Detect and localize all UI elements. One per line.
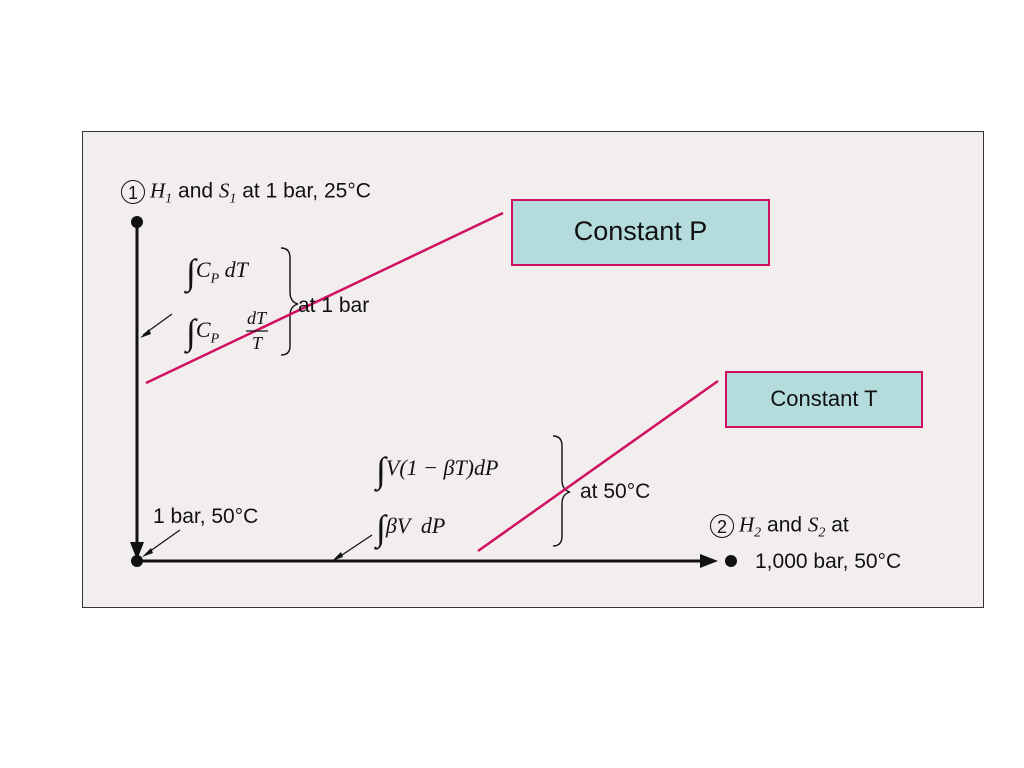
constant-p-pointer bbox=[145, 211, 504, 385]
constant-p-callout: Constant P bbox=[511, 199, 770, 266]
integral-sign-2: ∫ bbox=[186, 312, 196, 352]
cp-subscript-1: P bbox=[210, 271, 220, 287]
leader-arrowhead-intermediate bbox=[142, 548, 153, 557]
and-text-1: and bbox=[178, 179, 214, 203]
entropy-symbol-1: S bbox=[218, 178, 230, 203]
state-1-condition: at 1 bar, 25°C bbox=[242, 179, 371, 203]
entropy-subscript-1: 1 bbox=[229, 191, 237, 207]
state-2-number: 2 bbox=[710, 514, 734, 538]
brace-path-a bbox=[280, 247, 299, 356]
entropy-symbol-2: S bbox=[807, 512, 819, 537]
integral-sign-1: ∫ bbox=[186, 252, 196, 292]
integral-sign-3: ∫ bbox=[376, 450, 386, 490]
constant-t-text: Constant T bbox=[770, 386, 878, 411]
horizontal-arrowhead bbox=[700, 554, 718, 568]
dt-symbol: dT bbox=[224, 257, 248, 283]
constant-t-callout: Constant T bbox=[725, 371, 923, 428]
state-2-point bbox=[725, 555, 737, 567]
enthalpy-symbol-2: H bbox=[739, 512, 755, 537]
path-b-condition: at 50°C bbox=[580, 480, 651, 503]
cp-symbol-1: C bbox=[195, 257, 211, 283]
constant-p-text: Constant P bbox=[573, 216, 708, 246]
cp-dt-integral: ∫CP dT bbox=[186, 254, 248, 290]
volume-integral: ∫V(1 − βT)dP bbox=[376, 452, 498, 488]
beta-v-integrand: βV dP bbox=[385, 513, 446, 539]
enthalpy-subscript-1: 1 bbox=[165, 191, 173, 207]
enthalpy-symbol-1: H bbox=[150, 178, 166, 203]
entropy-subscript-2: 2 bbox=[818, 525, 826, 541]
at-text-2: at bbox=[831, 513, 849, 537]
state-1-number: 1 bbox=[121, 180, 145, 204]
integral-sign-4: ∫ bbox=[376, 508, 386, 548]
fraction-denominator: T bbox=[252, 333, 263, 353]
cp-subscript-2: P bbox=[210, 331, 220, 347]
beta-v-integral: ∫βV dP bbox=[376, 510, 445, 546]
fraction-numerator: dT bbox=[247, 308, 267, 328]
volume-integrand: V(1 − βT)dP bbox=[385, 455, 499, 481]
vertical-arrowhead bbox=[130, 542, 144, 560]
intermediate-state-label: 1 bar, 50°C bbox=[153, 505, 259, 528]
constant-t-pointer bbox=[477, 379, 719, 553]
cp-symbol-2: C bbox=[195, 317, 211, 343]
brace-path-b bbox=[552, 435, 571, 547]
intermediate-point bbox=[131, 555, 143, 567]
leader-arrowhead-b bbox=[332, 552, 343, 561]
state-1-point bbox=[131, 216, 143, 228]
enthalpy-subscript-2: 2 bbox=[754, 525, 762, 541]
path-a-condition: at 1 bar bbox=[298, 294, 370, 317]
leader-arrowhead-a bbox=[140, 329, 151, 338]
cp-dt-over-t-integral: ∫CP bbox=[186, 314, 219, 350]
and-text-2: and bbox=[767, 513, 803, 537]
state-2-condition: 1,000 bar, 50°C bbox=[755, 550, 902, 573]
